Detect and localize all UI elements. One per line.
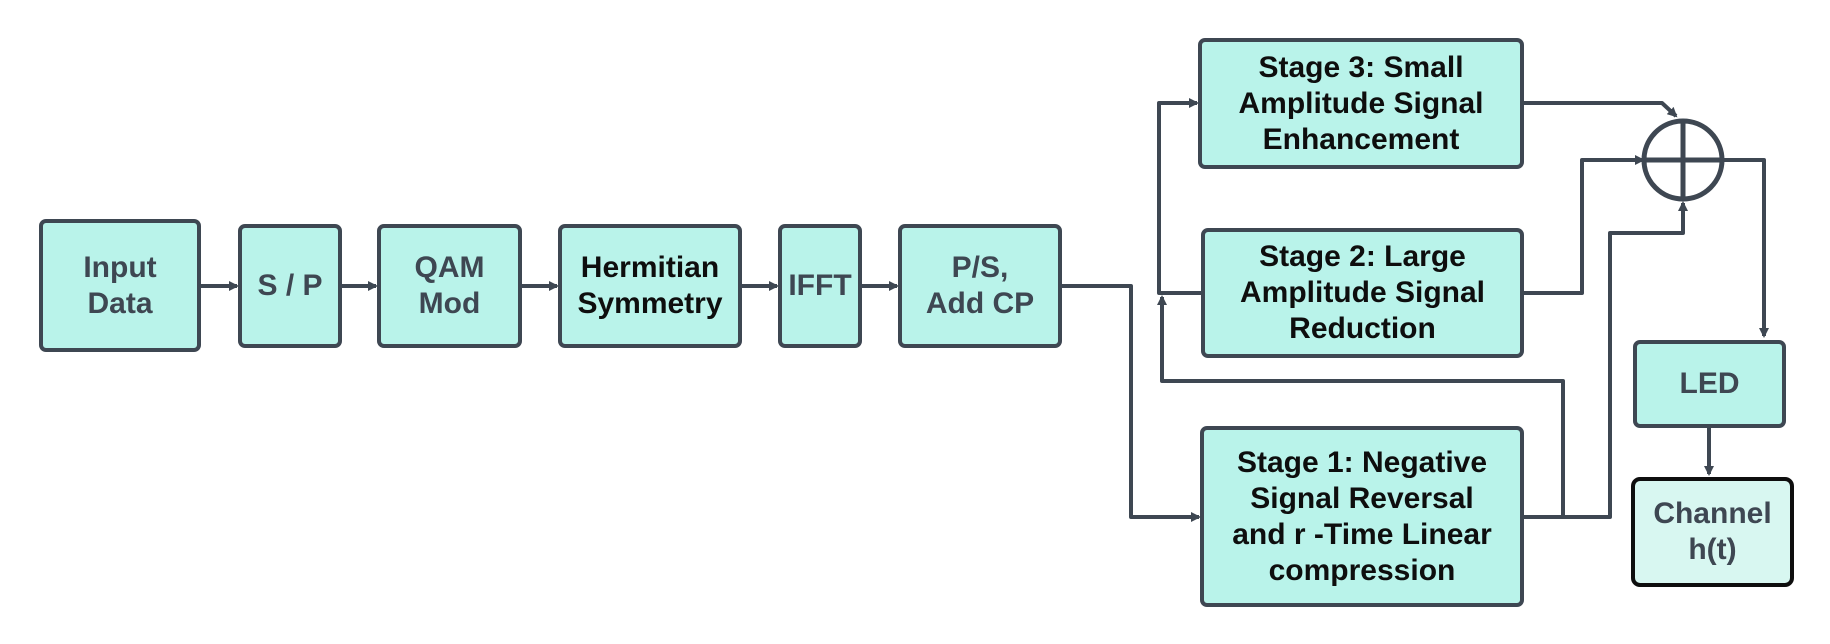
stage3-block: Stage 3: Small Amplitude Signal Enhancem…: [1198, 38, 1524, 169]
arrow-stage2-to-sum: [1524, 155, 1645, 295]
stage2-block: Stage 2: Large Amplitude Signal Reductio…: [1201, 228, 1524, 358]
stage1-label: Stage 1: Negative Signal Reversal and r …: [1232, 445, 1492, 587]
arrow-stage1-to-stage2: [1157, 295, 1565, 519]
input-data-block: Input Data: [39, 219, 201, 352]
hermitian-symmetry-block: Hermitian Symmetry: [558, 224, 742, 348]
ifft-block: IFFT: [778, 224, 862, 348]
led-block: LED: [1633, 340, 1786, 428]
channel-label: Channel h(t): [1653, 497, 1772, 566]
input-data-label: Input Data: [83, 250, 157, 320]
serial-to-parallel-block: S / P: [238, 224, 342, 348]
led-label: LED: [1679, 367, 1740, 400]
arrow-stage2-to-stage3: [1157, 98, 1203, 295]
arrow-ps-to-stage1: [1062, 284, 1201, 522]
qam-mod-block: QAM Mod: [377, 224, 522, 348]
arrow-stage3-to-sum: [1524, 101, 1678, 118]
ifft-label: IFFT: [788, 269, 852, 302]
ps-add-cp-label: P/S, Add CP: [925, 251, 1035, 320]
ps-add-cp-block: P/S, Add CP: [898, 224, 1062, 348]
circle-plus-icon: [1641, 118, 1725, 202]
channel-block: Channel h(t): [1631, 477, 1794, 587]
qam-mod-label: QAM Mod: [414, 251, 485, 320]
arrow-stage1-to-sum: [1563, 201, 1688, 519]
stage3-label: Stage 3: Small Amplitude Signal Enhancem…: [1238, 50, 1484, 156]
serial-to-parallel-label: S / P: [257, 269, 323, 302]
stage2-label: Stage 2: Large Amplitude Signal Reductio…: [1239, 240, 1485, 345]
stage1-block: Stage 1: Negative Signal Reversal and r …: [1200, 426, 1524, 607]
hermitian-symmetry-label: Hermitian Symmetry: [577, 251, 723, 320]
arrow-sum-to-led: [1724, 158, 1769, 338]
